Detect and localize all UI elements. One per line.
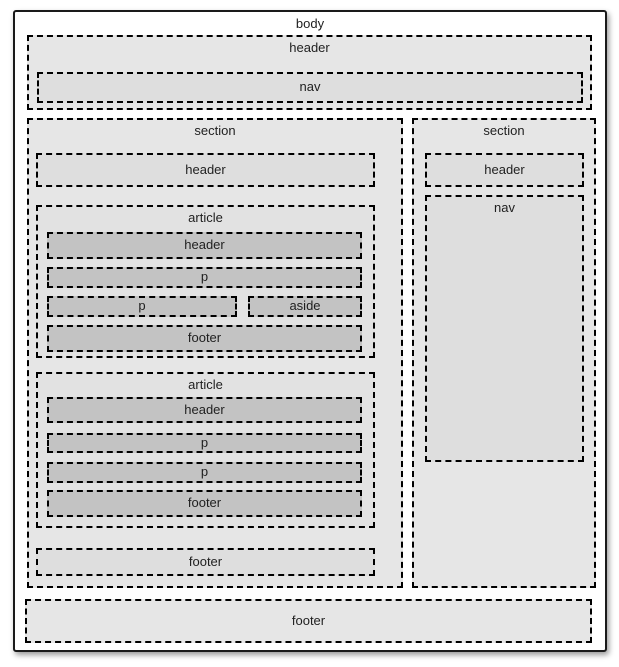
article-2-paragraph-1-label: p <box>200 434 209 450</box>
left-section-label: section <box>194 123 236 138</box>
top-header-label: header <box>289 40 330 55</box>
article-2-header-box: header <box>47 397 362 423</box>
bottom-footer-box: footer <box>25 599 592 643</box>
left-section-header-label: header <box>185 161 226 177</box>
article-2-footer-box: footer <box>47 490 362 517</box>
article-box-2: article header p p footer <box>36 372 375 528</box>
article-1-footer-box: footer <box>47 325 362 352</box>
right-section-header-box: header <box>425 153 584 187</box>
article-2-paragraph-2-label: p <box>200 464 209 480</box>
article-1-aside-label: aside <box>289 298 321 314</box>
article-1-label: article <box>188 210 223 225</box>
top-header-box: header nav <box>27 35 592 110</box>
article-1-footer-label: footer <box>187 330 222 346</box>
right-section-box: section header nav <box>412 118 596 588</box>
left-section-box: section header article header p p aside <box>27 118 403 588</box>
right-section-nav-label: nav <box>494 200 515 215</box>
article-2-paragraph-1-box: p <box>47 433 362 453</box>
article-2-footer-label: footer <box>187 495 222 511</box>
article-1-aside-box: aside <box>248 296 362 317</box>
article-1-header-label: header <box>184 237 225 253</box>
article-2-header-label: header <box>184 401 225 417</box>
left-section-footer-box: footer <box>36 548 375 576</box>
article-1-header-box: header <box>47 232 362 259</box>
article-1-paragraph-1-label: p <box>200 269 209 285</box>
top-nav-box: nav <box>37 72 583 103</box>
right-section-label: section <box>483 123 525 138</box>
top-nav-label: nav <box>299 79 321 95</box>
article-2-label: article <box>188 377 223 392</box>
right-section-nav-box: nav <box>425 195 584 462</box>
article-1-paragraph-1-box: p <box>47 267 362 288</box>
article-1-paragraph-2-label: p <box>138 298 146 314</box>
body-element-box: body header nav section header article h… <box>13 10 607 652</box>
left-section-header-box: header <box>36 153 375 187</box>
left-section-footer-label: footer <box>188 553 223 569</box>
article-2-paragraph-2-box: p <box>47 462 362 483</box>
body-label: body <box>295 16 325 31</box>
bottom-footer-label: footer <box>291 612 326 628</box>
article-box-1: article header p p aside footer <box>36 205 375 358</box>
article-1-paragraph-2-box: p <box>47 296 237 317</box>
right-section-header-label: header <box>484 161 525 177</box>
